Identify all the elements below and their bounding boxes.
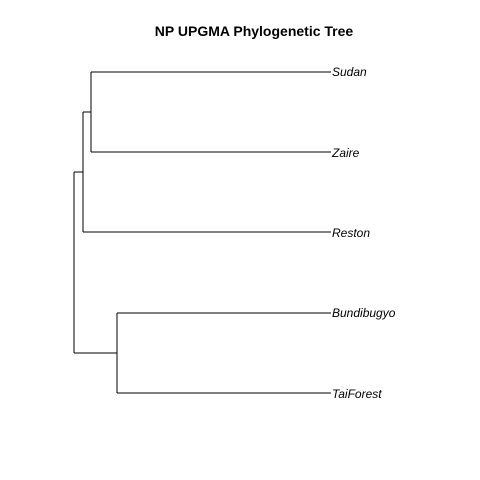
tree-branches — [73, 71, 331, 394]
tip-label-taiforest: TaiForest — [332, 387, 382, 401]
tip-label-zaire: Zaire — [331, 146, 360, 160]
tip-label-reston: Reston — [332, 226, 370, 240]
tree-title: NP UPGMA Phylogenetic Tree — [155, 23, 354, 39]
tip-labels: Sudan Zaire Reston Bundibugyo TaiForest — [331, 65, 396, 401]
tip-label-sudan: Sudan — [332, 65, 367, 79]
tip-label-bundibugyo: Bundibugyo — [332, 306, 396, 320]
